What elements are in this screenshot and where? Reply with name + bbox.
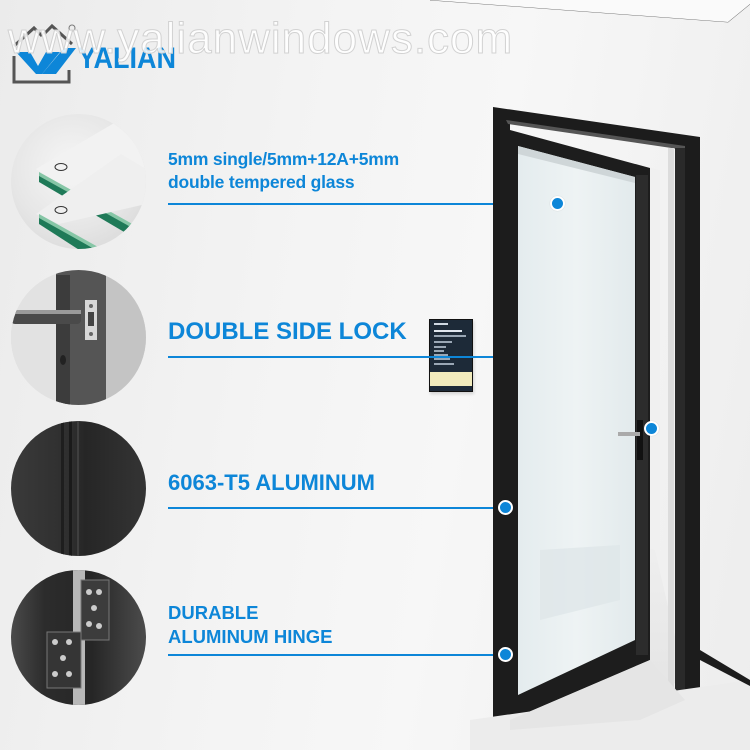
feature-label-lock: DOUBLE SIDE LOCK: [168, 318, 407, 346]
feature-label-aluminum: 6063-T5 ALUMINUM: [168, 470, 375, 496]
feature-label-line: 5mm single/5mm+12A+5mm: [168, 149, 399, 169]
wall-sign: [429, 319, 473, 392]
feature-label-line: double tempered glass: [168, 172, 355, 192]
callout-dot-glass: [550, 196, 565, 211]
leader-line-glass: [168, 203, 556, 205]
door-lock-thumbnail: [11, 270, 146, 405]
leader-line-hinge: [168, 654, 504, 656]
feature-label-line: ALUMINUM HINGE: [168, 626, 333, 647]
door-illustration: [470, 107, 750, 750]
feature-label-glass: 5mm single/5mm+12A+5mm double tempered g…: [168, 148, 399, 194]
brand-logo: YALIAN: [12, 22, 212, 84]
aluminum-profile-thumbnail: [11, 421, 146, 556]
callout-dot-hinge: [498, 647, 513, 662]
yalian-house-logo-icon: [12, 23, 76, 84]
leader-line-lock: [168, 356, 652, 358]
brand-name: YALIAN: [78, 42, 177, 75]
feature-label-line: 6063-T5 ALUMINUM: [168, 470, 375, 495]
feature-label-line: DURABLE: [168, 602, 259, 623]
feature-label-line: DOUBLE SIDE LOCK: [168, 318, 407, 345]
website-watermark: www.yalianwindows.com: [7, 14, 514, 64]
door-hinge-thumbnail: [11, 570, 146, 705]
ceiling-edge: [429, 0, 750, 23]
callout-dot-aluminum: [498, 500, 513, 515]
tempered-glass-thumbnail: [11, 114, 146, 249]
feature-label-hinge: DURABLE ALUMINUM HINGE: [168, 601, 332, 649]
callout-dot-lock: [644, 421, 659, 436]
leader-line-aluminum: [168, 507, 504, 509]
